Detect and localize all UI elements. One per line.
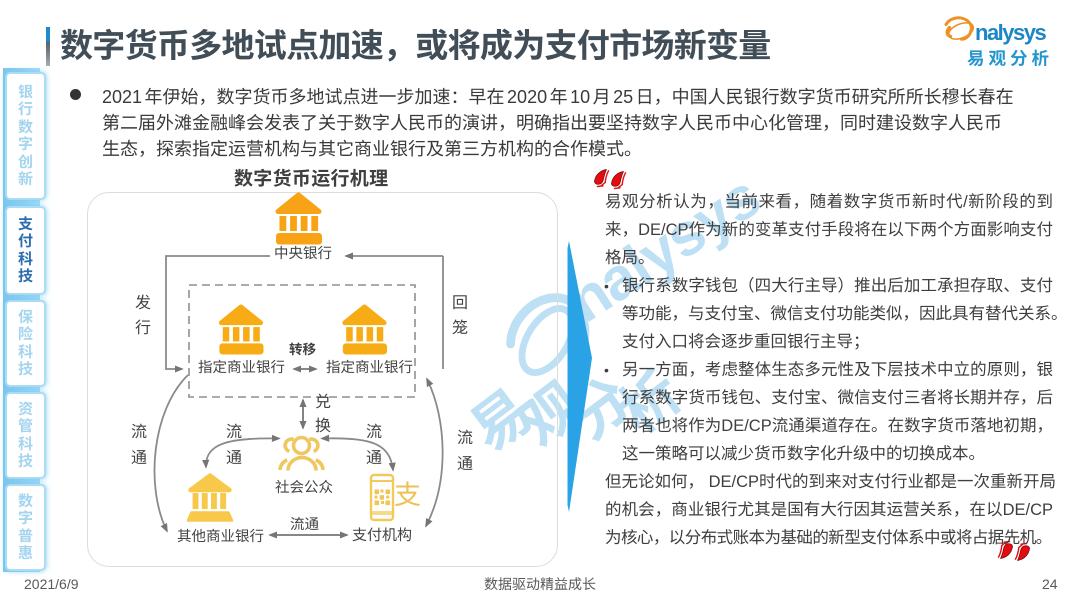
svg-text:nalysys: nalysys	[975, 20, 1046, 45]
svg-text:易观分析: 易观分析	[967, 46, 1053, 71]
